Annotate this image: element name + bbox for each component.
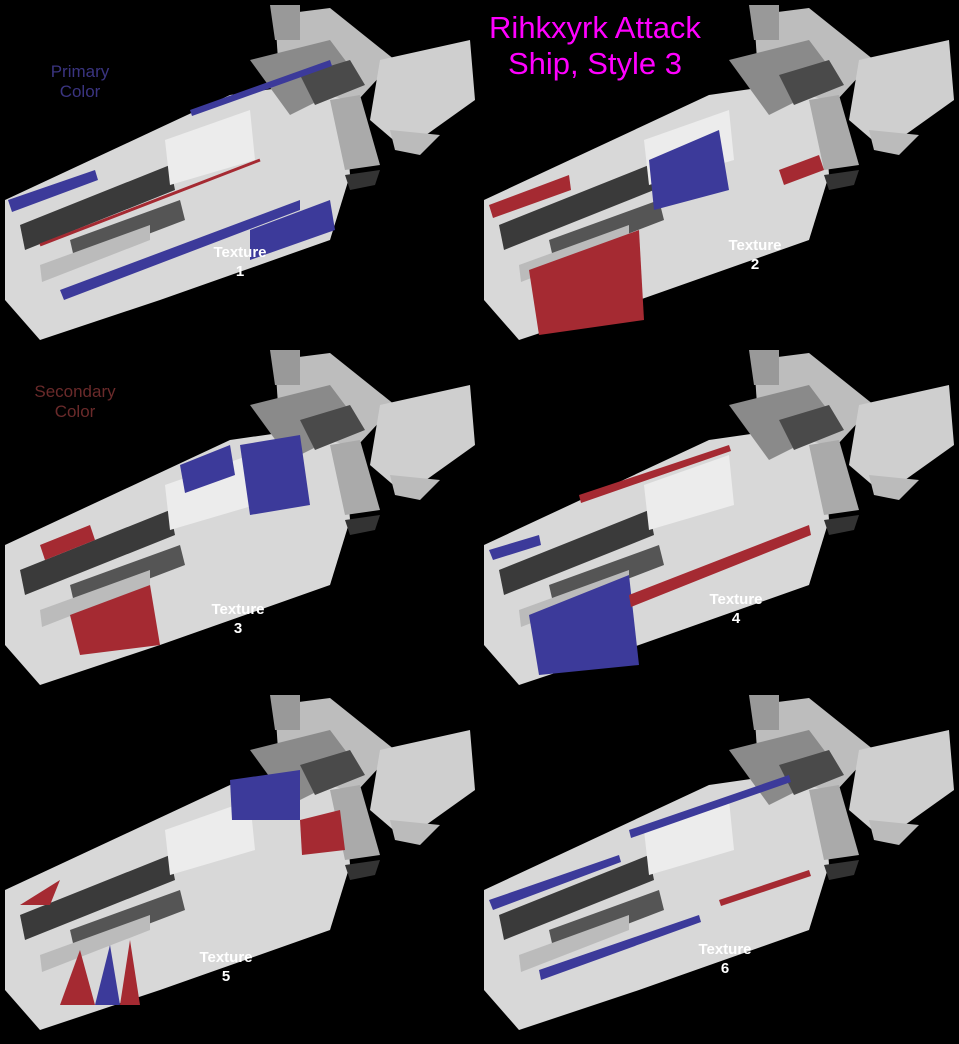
texture-label-4: Texture 4 (709, 591, 763, 627)
ship-texture-5 (0, 690, 480, 1038)
ship-render (5, 350, 475, 685)
primary-color-legend: Primary Color (50, 62, 110, 101)
texture-label-3: Texture 3 (211, 601, 265, 637)
ship-texture-2 (479, 0, 959, 348)
ship-render (5, 5, 475, 340)
ship-texture-4 (479, 345, 959, 693)
texture-label-6: Texture 6 (698, 941, 752, 977)
ship-texture-6 (479, 690, 959, 1038)
ship-render (484, 5, 954, 340)
ship-texture-1 (0, 0, 480, 348)
ship-render (5, 695, 475, 1030)
ship-render (484, 350, 954, 685)
ship-render (484, 695, 954, 1030)
secondary-color-legend: Secondary Color (34, 382, 116, 421)
texture-label-5: Texture 5 (199, 949, 253, 985)
texture-label-1: Texture 1 (213, 244, 267, 280)
page-title: Rihkxyrk Attack Ship, Style 3 (489, 10, 701, 81)
ship-texture-3 (0, 345, 480, 693)
texture-label-2: Texture 2 (728, 237, 782, 273)
